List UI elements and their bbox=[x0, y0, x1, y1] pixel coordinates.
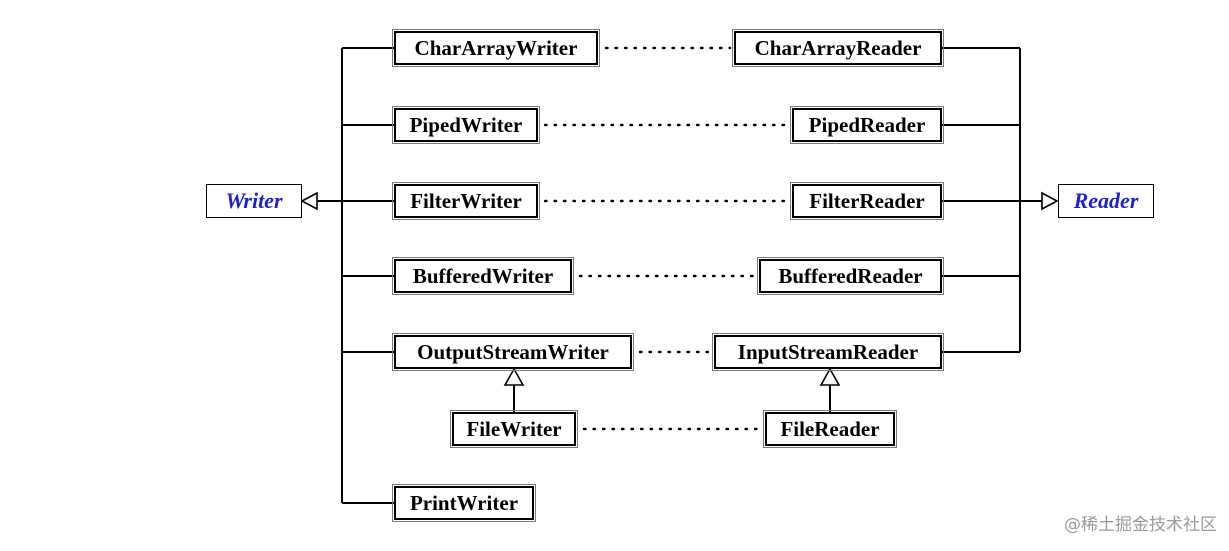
class-bufferedwriter: BufferedWriter bbox=[392, 257, 574, 295]
watermark-text: @稀土掘金技术社区 bbox=[1064, 515, 1217, 535]
class-filewriter: FileWriter bbox=[450, 410, 578, 448]
class-chararrayreader: CharArrayReader bbox=[732, 29, 944, 67]
class-filterwriter: FilterWriter bbox=[392, 182, 540, 220]
reader-base-class: Reader bbox=[1058, 184, 1154, 218]
class-inputstreamreader: InputStreamReader bbox=[712, 333, 944, 371]
reader-inheritance-arrow-icon bbox=[1041, 191, 1059, 211]
filereader-inheritance-arrow-icon bbox=[819, 367, 841, 386]
writer-inheritance-arrow-icon bbox=[300, 191, 318, 211]
class-outputstreamwriter: OutputStreamWriter bbox=[392, 333, 634, 371]
class-pipedwriter: PipedWriter bbox=[392, 106, 540, 144]
writer-base-class: Writer bbox=[206, 184, 302, 218]
class-filereader: FileReader bbox=[763, 410, 897, 448]
class-pipedreader: PipedReader bbox=[790, 106, 944, 144]
class-printwriter: PrintWriter bbox=[392, 484, 536, 522]
class-bufferedreader: BufferedReader bbox=[757, 257, 944, 295]
filewriter-inheritance-arrow-icon bbox=[503, 367, 525, 386]
class-filterreader: FilterReader bbox=[790, 182, 944, 220]
class-chararraywriter: CharArrayWriter bbox=[392, 29, 600, 67]
